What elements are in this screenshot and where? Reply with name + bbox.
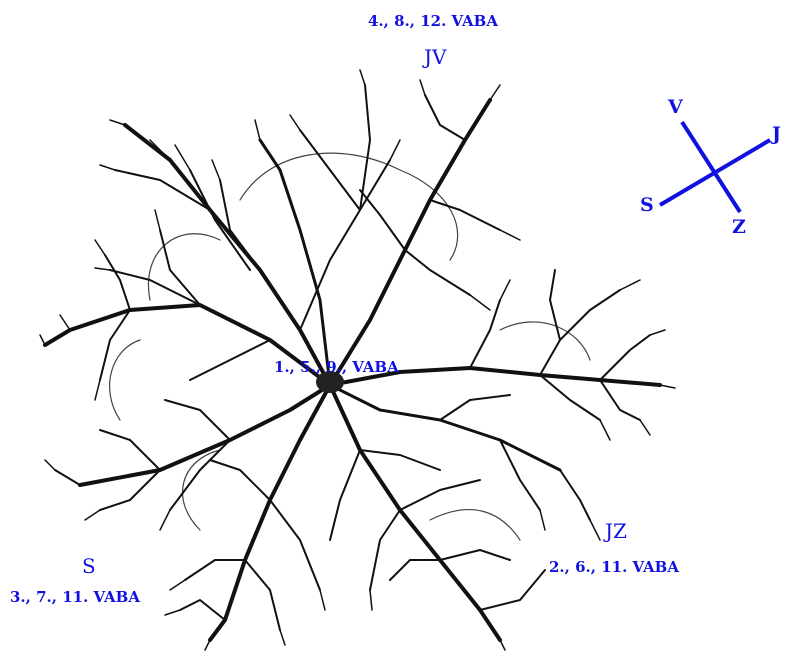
compass-axis-s-j	[660, 140, 770, 205]
compass-axis-v-z	[682, 122, 740, 212]
label-top-weeks: 4., 8., 12. VABA	[368, 14, 498, 29]
label-top-direction: JV	[424, 47, 446, 67]
compass-label-v: V	[668, 98, 683, 117]
label-left-direction: S	[82, 556, 96, 576]
label-left-weeks: 3., 7., 11. VABA	[10, 590, 140, 605]
compass-label-s: S	[640, 196, 654, 215]
label-center-weeks: 1., 5., 9., VABA	[274, 360, 399, 375]
compass-label-j: J	[772, 125, 781, 144]
compass-label-z: Z	[732, 218, 746, 237]
label-right-weeks: 2., 6., 11. VABA	[549, 560, 679, 575]
label-right-direction: JZ	[605, 521, 627, 541]
